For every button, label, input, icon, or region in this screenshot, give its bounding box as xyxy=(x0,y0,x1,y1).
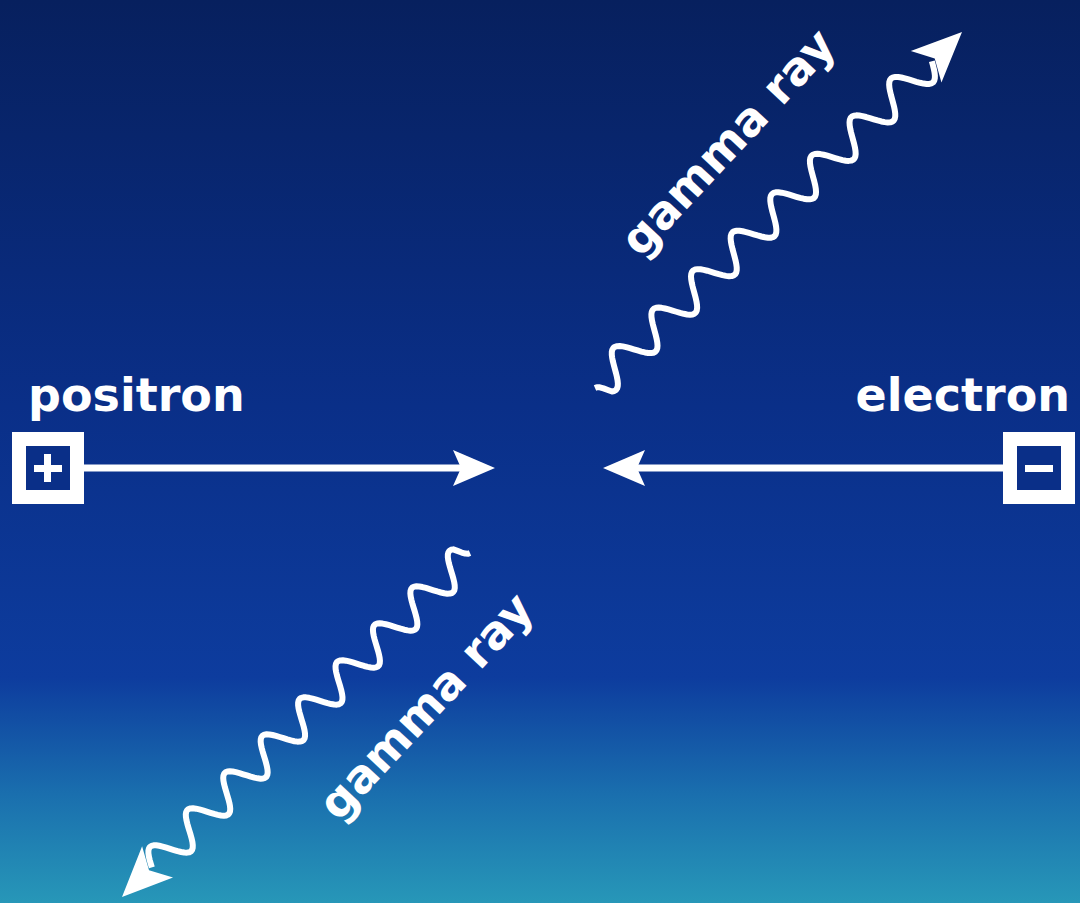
particle-label: electron xyxy=(856,372,1070,418)
electron-symbol xyxy=(1003,432,1075,504)
particle-label: gamma ray xyxy=(311,585,542,828)
particle-label: positron xyxy=(28,372,245,418)
electron-arrow xyxy=(603,450,1004,486)
positron-symbol xyxy=(12,432,84,504)
positron-arrow xyxy=(84,450,495,486)
particle-label: gamma ray xyxy=(613,21,844,264)
